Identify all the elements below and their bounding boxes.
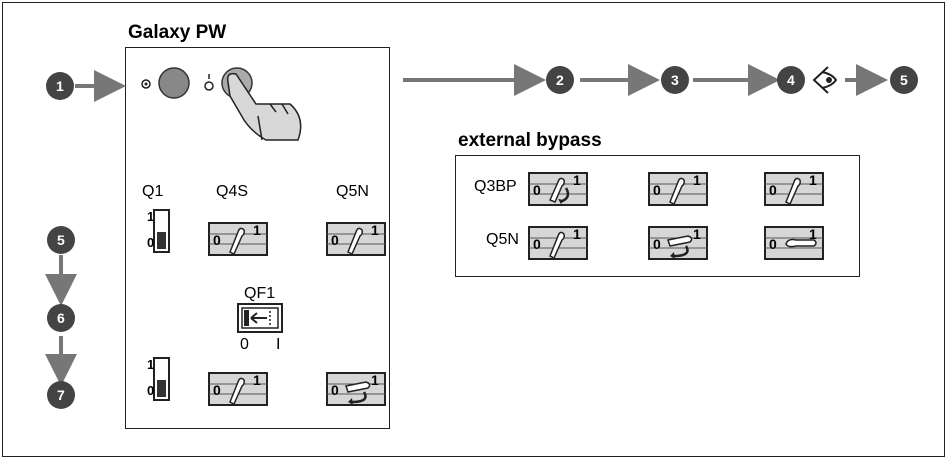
switch-mark-on: 1 <box>253 222 261 238</box>
q1-label: Q1 <box>142 183 164 200</box>
off-button <box>158 67 190 99</box>
step-6-number: 6 <box>57 310 65 326</box>
q1-bottom-mark-on: 1 <box>147 357 155 372</box>
q1-breaker-top[interactable] <box>145 208 171 256</box>
qf1-off-label: 0 <box>240 336 249 353</box>
ext-row-q3bp-label: Q3BP <box>474 178 517 195</box>
q1-top-mark-off: 0 <box>147 235 155 250</box>
indicator-on-icon <box>204 81 214 91</box>
switch-mark-off: 0 <box>533 182 541 198</box>
switch-mark-off: 0 <box>533 236 541 252</box>
q5n-label: Q5N <box>336 183 369 200</box>
switch-mark-on: 1 <box>573 226 581 242</box>
q1-bottom-mark-off: 0 <box>147 383 155 398</box>
panel-title: Galaxy PW <box>128 22 227 43</box>
step-5v-circle <box>47 226 75 254</box>
switch-mark-on: 1 <box>371 222 379 238</box>
step-6-circle <box>47 304 75 332</box>
step-4-number: 4 <box>787 72 795 88</box>
q1-breaker-bottom[interactable] <box>145 356 171 404</box>
switch-mark-on: 1 <box>809 172 817 188</box>
switch-mark-off: 0 <box>213 382 221 398</box>
step-2-circle <box>546 66 574 94</box>
switch-mark-off: 0 <box>213 232 221 248</box>
switch-mark-off: 0 <box>769 182 777 198</box>
step-1-circle <box>46 72 74 100</box>
switch-mark-on: 1 <box>371 372 379 388</box>
switch-mark-off: 0 <box>331 232 339 248</box>
switch-mark-off: 0 <box>331 382 339 398</box>
qf1-on-label: I <box>276 336 281 353</box>
step-5v-number: 5 <box>57 232 65 248</box>
switch-mark-off: 0 <box>653 236 661 252</box>
qf1-label: QF1 <box>244 285 276 302</box>
hand-icon <box>226 72 302 141</box>
q1-top-mark-on: 1 <box>147 209 155 224</box>
step-5-number: 5 <box>900 72 908 88</box>
external-bypass-title: external bypass <box>458 130 602 151</box>
switch-mark-off: 0 <box>769 236 777 252</box>
switch-mark-on: 1 <box>253 372 261 388</box>
switch-mark-off: 0 <box>653 182 661 198</box>
switch-mark-on: 1 <box>573 172 581 188</box>
step-7-number: 7 <box>57 387 65 403</box>
step-7-circle <box>47 381 75 409</box>
step-5-circle <box>890 66 918 94</box>
qf1-breaker-icon[interactable] <box>237 303 283 333</box>
switch-mark-on: 1 <box>693 226 701 242</box>
eye-icon <box>812 66 838 94</box>
q4s-label: Q4S <box>216 183 249 200</box>
step-3-number: 3 <box>671 72 679 88</box>
step-1-number: 1 <box>56 78 64 94</box>
step-4-circle <box>777 66 805 94</box>
step-3-circle <box>661 66 689 94</box>
indicator-off-icon <box>141 79 151 89</box>
switch-mark-on: 1 <box>693 172 701 188</box>
ext-row-q5n-label: Q5N <box>486 231 519 248</box>
switch-mark-on: 1 <box>809 226 817 242</box>
step-2-number: 2 <box>556 72 564 88</box>
